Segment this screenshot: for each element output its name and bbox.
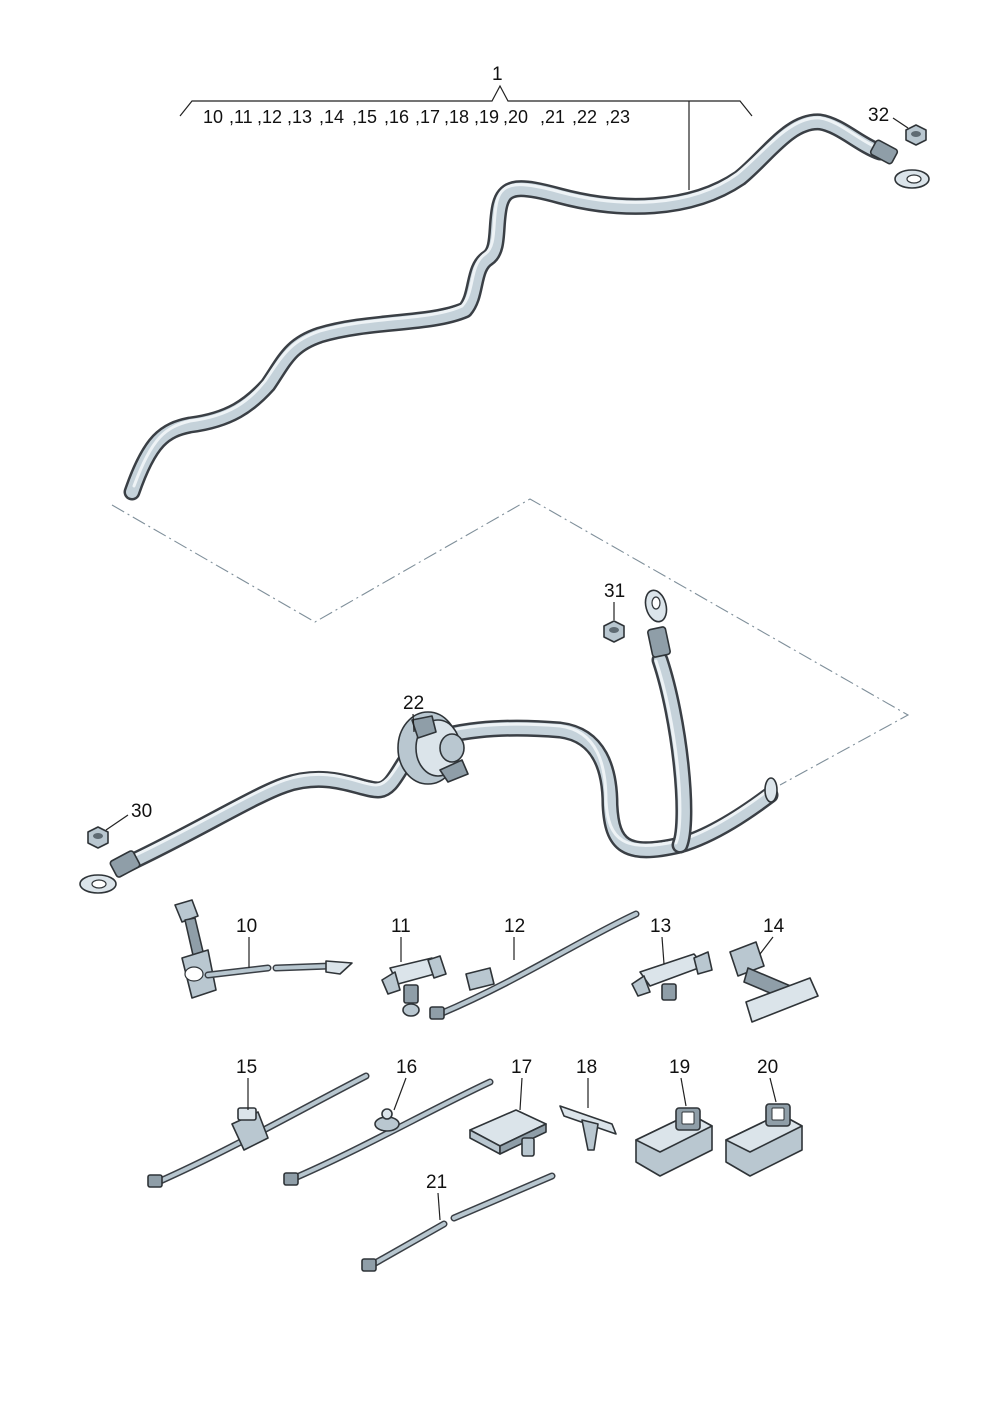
nut-31 xyxy=(603,620,625,643)
group-item-22: ,22 xyxy=(572,107,597,127)
group-item-18: ,18 xyxy=(444,107,469,127)
callout-1: 1 xyxy=(492,64,503,85)
part-10-holder-tie xyxy=(174,899,353,999)
callout-18: 18 xyxy=(576,1057,597,1078)
callout-19: 19 xyxy=(669,1057,690,1078)
grommet-22 xyxy=(397,711,469,785)
battery-cable-upper xyxy=(123,113,930,501)
callout-31: 31 xyxy=(604,581,625,602)
callout-15: 15 xyxy=(236,1057,257,1078)
part-19-clip-holder xyxy=(635,1107,713,1177)
callout-32: 32 xyxy=(868,105,889,126)
group-item-21: ,21 xyxy=(540,107,565,127)
group-item-list: 10 ,11 ,12 ,13 ,14 ,15 ,16 ,17 ,18 ,19 ,… xyxy=(203,107,630,127)
nut-32 xyxy=(905,124,927,146)
part-18-rivet xyxy=(559,1105,617,1151)
nut-30 xyxy=(87,826,109,849)
callout-21: 21 xyxy=(426,1172,447,1193)
callout-20: 20 xyxy=(757,1057,778,1078)
part-21-cable-tie xyxy=(361,1172,556,1272)
part-11-clip xyxy=(381,955,447,1017)
group-item-14: ,14 xyxy=(319,107,344,127)
part-14-edge-clip xyxy=(729,941,819,1023)
callout-22: 22 xyxy=(403,693,424,714)
group-item-15: ,15 xyxy=(352,107,377,127)
part-15-cable-tie-clip xyxy=(147,1072,370,1188)
part-13-clip xyxy=(631,951,713,1001)
group-item-19: ,19 xyxy=(474,107,499,127)
callout-14: 14 xyxy=(763,916,785,937)
part-16-cable-tie-stud xyxy=(283,1078,494,1186)
group-item-23: ,23 xyxy=(605,107,630,127)
group-item-10: 10 xyxy=(203,107,223,127)
section-frame xyxy=(111,498,910,786)
part-20-clip-holder xyxy=(725,1103,803,1177)
callout-11: 11 xyxy=(391,916,411,937)
callout-16: 16 xyxy=(396,1057,417,1078)
group-item-12: ,12 xyxy=(257,107,282,127)
callout-10: 10 xyxy=(236,916,257,937)
group-item-17: ,17 xyxy=(415,107,440,127)
group-item-16: ,16 xyxy=(384,107,409,127)
group-item-11: ,11 xyxy=(229,107,253,127)
group-item-20: ,20 xyxy=(503,107,528,127)
part-17-clip-plate xyxy=(469,1109,547,1157)
callout-17: 17 xyxy=(511,1057,532,1078)
group-item-13: ,13 xyxy=(287,107,312,127)
part-12-cable-tie xyxy=(429,910,640,1020)
group-bracket-1 xyxy=(179,84,753,190)
callout-12: 12 xyxy=(504,916,525,937)
battery-cable-lower xyxy=(79,589,779,894)
callout-30: 30 xyxy=(131,801,152,822)
callout-13: 13 xyxy=(650,916,671,937)
